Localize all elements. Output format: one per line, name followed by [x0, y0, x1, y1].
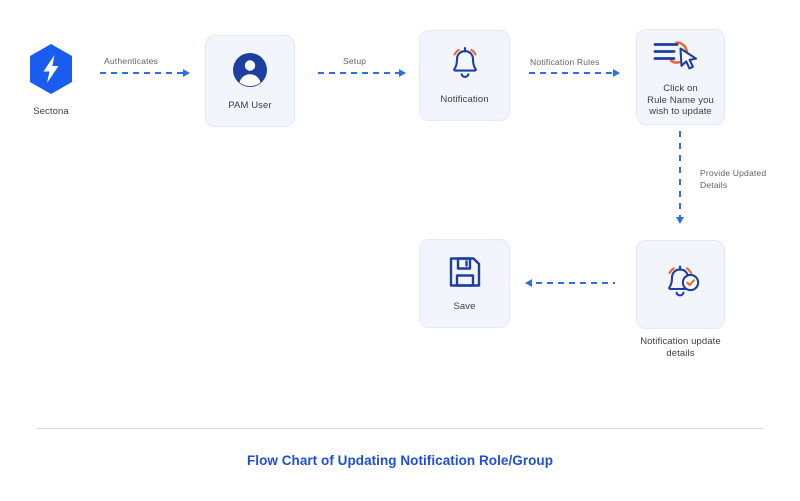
provide-updated-line-2: Details [700, 180, 728, 191]
edge-authenticates-arrowhead [183, 68, 190, 77]
list-cursor-click-icon [652, 36, 710, 77]
edge-label-provide-updated: Provide Updated Details [700, 167, 778, 192]
node-save[interactable]: Save [419, 239, 510, 328]
node-pam-user[interactable]: PAM User [205, 35, 295, 127]
edge-update-to-save-line [531, 282, 615, 284]
bell-check-icon [660, 262, 702, 307]
node-notification[interactable]: Notification [419, 30, 510, 121]
node-notification-update-details[interactable]: Notification update details [636, 240, 725, 361]
provide-updated-line-1: Provide Updated [700, 168, 767, 178]
edge-authenticates-line [100, 72, 184, 74]
node-notification-update-details-card[interactable] [636, 240, 725, 329]
node-save-card[interactable]: Save [419, 239, 510, 328]
edge-label-setup: Setup [343, 56, 367, 66]
node-click-rule-name-card[interactable]: Click on Rule Name you wish to update [636, 29, 725, 125]
edge-setup-arrowhead [399, 68, 406, 77]
edge-notification-rules-arrowhead [613, 68, 620, 77]
node-notification-label: Notification [440, 94, 489, 106]
edge-label-authenticates: Authenticates [104, 56, 159, 66]
node-notification-update-details-label: Notification update details [640, 336, 721, 361]
click-rule-line-2: Rule Name you [647, 94, 714, 106]
notif-update-line-2: details [666, 348, 695, 360]
node-save-label: Save [453, 301, 476, 313]
node-sectona[interactable]: Sectona [22, 44, 80, 118]
node-click-rule-name-label: Click on Rule Name you wish to update [647, 83, 714, 118]
bell-ringing-icon [445, 45, 485, 88]
edge-notification-rules-line [529, 72, 614, 74]
edge-provide-updated-line [679, 131, 681, 218]
node-notification-card[interactable]: Notification [419, 30, 510, 121]
node-pam-user-card[interactable]: PAM User [205, 35, 295, 127]
floppy-disk-save-icon [447, 254, 483, 295]
user-avatar-icon [231, 51, 269, 94]
click-rule-line-3: wish to update [649, 106, 712, 118]
node-pam-user-label: PAM User [228, 99, 272, 111]
edge-provide-updated-arrowhead [675, 217, 684, 224]
edge-setup-line [318, 72, 400, 74]
sectona-hexagon-bolt-logo [29, 44, 73, 99]
notif-update-line-1: Notification update [640, 336, 721, 347]
node-click-rule-name[interactable]: Click on Rule Name you wish to update [636, 29, 725, 125]
node-sectona-label: Sectona [33, 106, 69, 117]
edge-label-notification-rules: Notification Rules [530, 57, 600, 67]
page-title: Flow Chart of Updating Notification Role… [246, 453, 554, 468]
edge-update-to-save-arrowhead [525, 278, 532, 287]
footer-divider [36, 428, 764, 429]
click-rule-line-1: Click on [663, 83, 698, 95]
